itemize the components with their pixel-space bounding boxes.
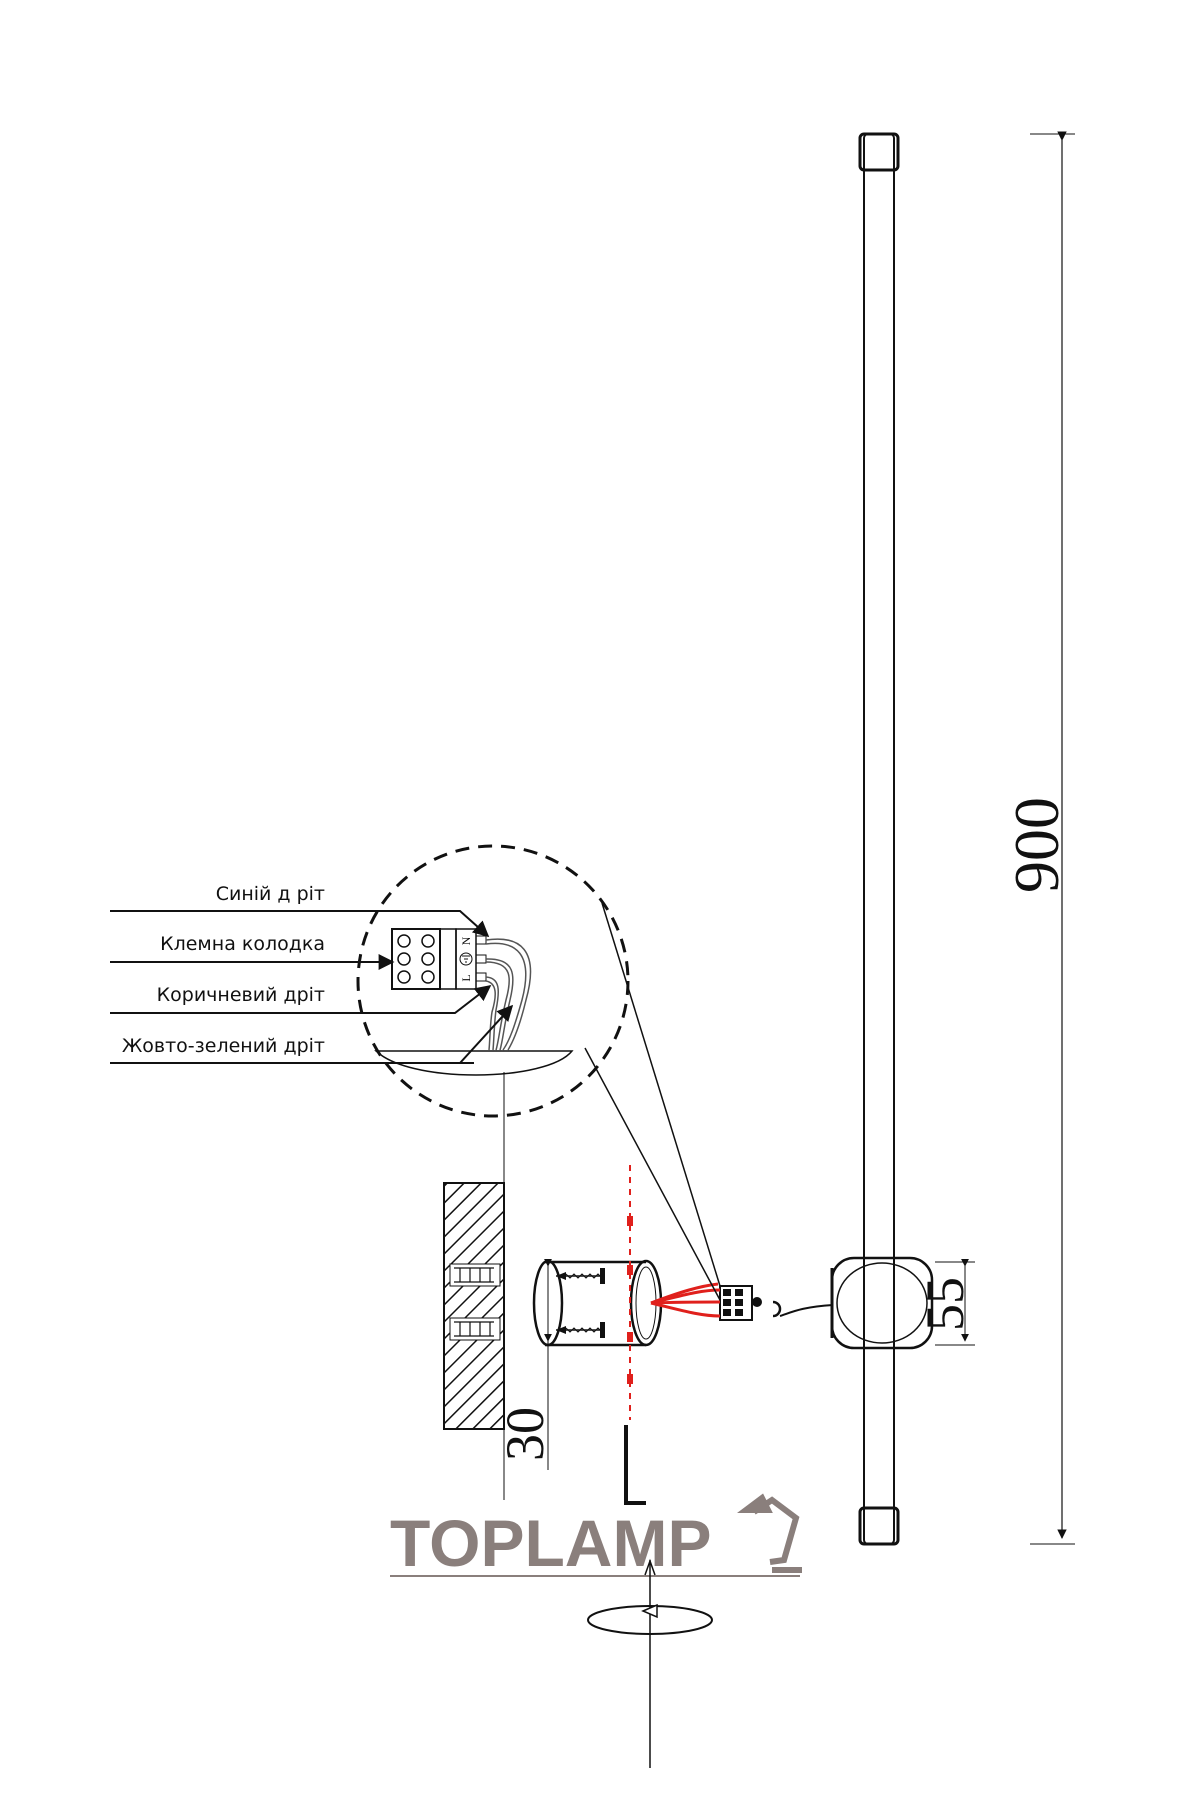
light-bar-top-cap	[858, 132, 900, 172]
ground-icon	[459, 952, 473, 966]
detail-terminal-block: N L	[391, 928, 487, 990]
lamp-icon	[737, 1493, 802, 1573]
leader-lines	[110, 910, 514, 1064]
allen-key-icon	[624, 1425, 646, 1505]
light-bar-bottom-cap	[858, 1506, 900, 1546]
wire-labels: Синій д ріт Клемна колодка Коричневий др…	[122, 883, 325, 1057]
wall-plug-icon	[454, 1321, 494, 1337]
screw-icon	[556, 1322, 605, 1338]
wall-plug-icon	[454, 1267, 494, 1283]
length-dimension-value: 900	[1001, 797, 1072, 893]
light-bar-tube	[863, 133, 895, 1545]
light-bar	[858, 132, 900, 1546]
screw-icon	[556, 1268, 605, 1284]
base-height-dimension-value: 55	[915, 1277, 975, 1331]
small-terminal-block	[719, 1285, 762, 1321]
base-height-dimension: 55	[915, 1258, 975, 1346]
terminal-mark-live: L	[459, 974, 473, 981]
brand-logo: TOPLAMP	[390, 1493, 802, 1580]
terminal-mark-neutral: N	[459, 936, 473, 945]
wall-section	[443, 1072, 505, 1500]
label-blue-wire: Синій д ріт	[216, 883, 325, 905]
brand-logo-text: TOPLAMP	[390, 1506, 711, 1580]
detail-magnifier: N L	[356, 844, 721, 1301]
mounting-cylinder	[532, 1259, 663, 1347]
base-wire	[772, 1300, 834, 1318]
label-terminal-block: Клемна колодка	[160, 933, 325, 955]
detail-wires	[485, 938, 532, 1051]
label-brown-wire: Коричневий дріт	[157, 984, 325, 1006]
screw-hole-axis	[627, 1165, 633, 1420]
rotation-icon	[587, 1558, 713, 1768]
label-yellow-green-wire: Жовто-зелений дріт	[122, 1035, 325, 1057]
lamp-base	[830, 1256, 934, 1350]
length-dimension: 900	[1001, 131, 1075, 1545]
